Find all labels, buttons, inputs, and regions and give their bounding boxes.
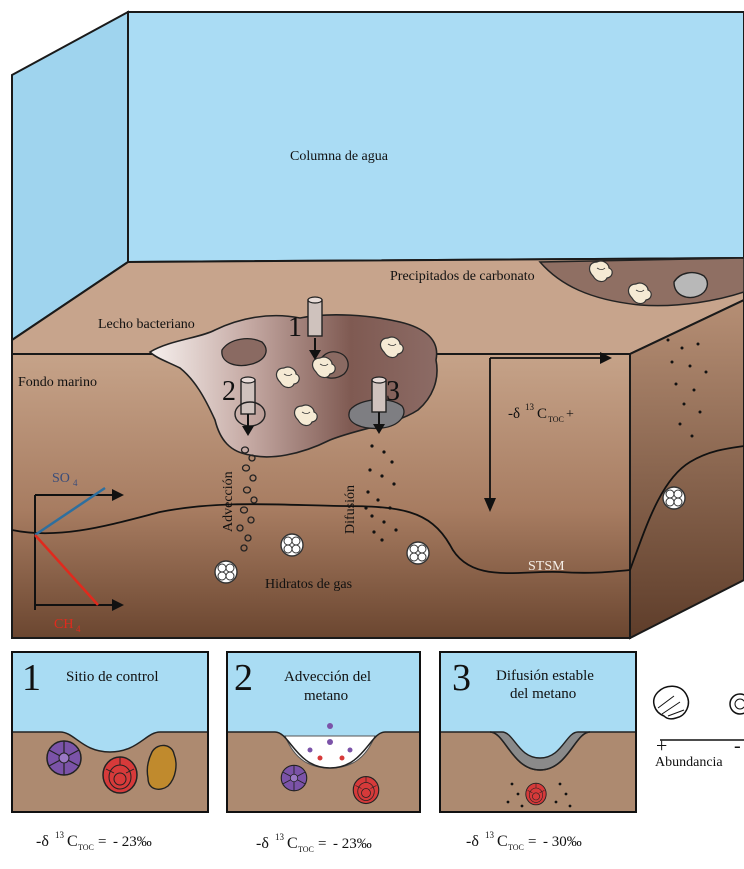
svg-text:1: 1 bbox=[22, 657, 41, 699]
site-1-number: 1 bbox=[288, 312, 302, 343]
panel-1-value: -δ 13 C TOC = - 23‰ bbox=[36, 830, 152, 852]
svg-text:13: 13 bbox=[485, 830, 495, 840]
svg-text:TOC: TOC bbox=[298, 845, 314, 854]
svg-text:4: 4 bbox=[76, 624, 81, 634]
svg-text:13: 13 bbox=[275, 832, 285, 842]
carbonate-label: Precipitados de carbonato bbox=[390, 269, 535, 284]
svg-text:Sitio de control: Sitio de control bbox=[66, 669, 159, 685]
gas-hydrates-label: Hidratos de gas bbox=[265, 577, 352, 592]
panel-3-value: -δ 13 C TOC = - 30‰ bbox=[466, 830, 582, 852]
svg-text:- 23‰: - 23‰ bbox=[113, 834, 152, 850]
svg-text:=: = bbox=[98, 834, 106, 850]
svg-text:del metano: del metano bbox=[510, 686, 576, 702]
svg-text:4: 4 bbox=[73, 478, 78, 488]
panel-stable-diffusion: 3 Difusión estable del metano bbox=[440, 652, 636, 812]
abundance-legend: + - Abundancia bbox=[654, 686, 744, 770]
svg-text:C: C bbox=[287, 835, 298, 852]
advection-label: Advección bbox=[221, 471, 236, 532]
water-column-label: Columna de agua bbox=[290, 149, 389, 164]
corer-site-1 bbox=[308, 297, 322, 360]
site-3-number: 3 bbox=[386, 376, 400, 407]
svg-text:+: + bbox=[566, 407, 574, 422]
svg-text:-δ: -δ bbox=[256, 835, 269, 852]
svg-text:TOC: TOC bbox=[548, 415, 564, 424]
svg-text:-δ: -δ bbox=[36, 833, 49, 850]
svg-text:=: = bbox=[318, 836, 326, 852]
svg-text:Abundancia: Abundancia bbox=[655, 755, 723, 770]
sediment-side-face bbox=[630, 300, 744, 638]
svg-text:metano: metano bbox=[304, 688, 348, 704]
panel-methane-advection: 2 Advección del metano bbox=[227, 652, 420, 812]
svg-text:13: 13 bbox=[55, 830, 65, 840]
diffusion-label: Difusión bbox=[343, 485, 358, 534]
svg-text:CH: CH bbox=[54, 617, 73, 632]
seafloor-label: Fondo marino bbox=[18, 375, 97, 390]
svg-text:-δ: -δ bbox=[466, 833, 479, 850]
corer-site-3 bbox=[372, 377, 386, 434]
panel-control-site: 1 Sitio de control bbox=[12, 652, 208, 812]
svg-text:C: C bbox=[537, 406, 547, 422]
svg-text:TOC: TOC bbox=[508, 843, 524, 852]
svg-text:C: C bbox=[497, 833, 508, 850]
svg-text:- 30‰: - 30‰ bbox=[543, 834, 582, 850]
svg-text:3: 3 bbox=[452, 657, 471, 699]
svg-text:=: = bbox=[528, 834, 536, 850]
site-2-number: 2 bbox=[222, 376, 236, 407]
svg-text:TOC: TOC bbox=[78, 843, 94, 852]
panel-2-value: -δ 13 C TOC = - 23‰ bbox=[256, 832, 372, 854]
svg-text:-δ: -δ bbox=[508, 406, 520, 422]
svg-text:C: C bbox=[67, 833, 78, 850]
bacterial-mat-label: Lecho bacteriano bbox=[98, 317, 195, 332]
svg-text:-: - bbox=[734, 735, 741, 757]
svg-text:13: 13 bbox=[525, 402, 535, 412]
svg-text:Advección del: Advección del bbox=[284, 669, 371, 685]
svg-text:2: 2 bbox=[234, 657, 253, 699]
svg-text:Difusión estable: Difusión estable bbox=[496, 668, 594, 684]
svg-text:SO: SO bbox=[52, 471, 70, 486]
svg-text:+: + bbox=[656, 735, 667, 757]
stsm-label: STSM bbox=[528, 559, 565, 574]
svg-text:- 23‰: - 23‰ bbox=[333, 836, 372, 852]
